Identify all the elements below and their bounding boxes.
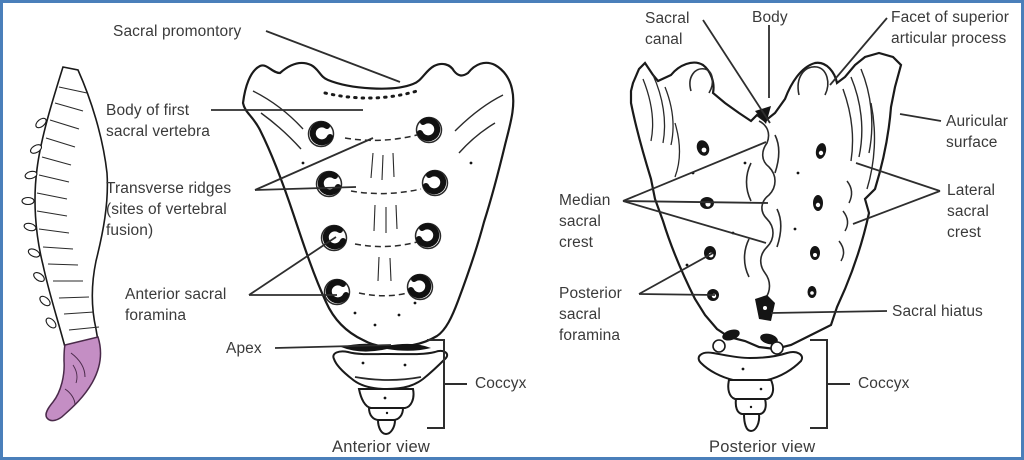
sacral-hiatus-opening <box>755 295 775 321</box>
label-posterior-sacral-foramina: Posterior sacral foramina <box>559 285 622 344</box>
anterior-sacrum-illustration <box>211 30 515 436</box>
left-wing-hatching <box>642 74 681 178</box>
label-auricular-surface: Auricular surface <box>946 113 1009 151</box>
posterior-leader-lines <box>622 17 942 314</box>
superior-articular-processes <box>689 66 829 96</box>
anterior-foramina <box>307 116 449 306</box>
anterior-stipple-dots <box>301 161 473 327</box>
median-crest-contours <box>743 120 782 316</box>
label-median-sacral-crest: Median sacral crest <box>559 192 611 251</box>
posterior-coccyx-bracket <box>810 339 850 429</box>
label-coccyx-posterior: Coccyx <box>858 375 910 392</box>
anterior-leader-lines <box>211 30 401 349</box>
vertebra-separators <box>36 86 100 331</box>
caption-anterior-view: Anterior view <box>332 438 430 456</box>
vertebral-column-thumbnail-icon <box>21 66 109 422</box>
label-sacral-promontory: Sacral promontory <box>113 23 242 40</box>
transverse-ridge-lines <box>344 134 422 297</box>
posterior-coccyx <box>697 329 803 433</box>
fusion-striations <box>370 152 398 282</box>
label-body-of-first-sacral-vertebra: Body of first sacral vertebra <box>106 102 211 140</box>
label-facet-of-superior-articular-process: Facet of superior articular process <box>891 9 1010 47</box>
illustration-canvas <box>21 17 942 436</box>
posterior-foramina <box>696 140 827 301</box>
auricular-surface-hatching <box>842 68 876 190</box>
anterior-coccyx-bracket <box>427 339 467 429</box>
spinous-process-nubs <box>21 117 57 329</box>
posterior-sacrum-illustration <box>622 17 942 433</box>
label-lateral-sacral-crest: Lateral sacral crest <box>947 182 996 241</box>
anterior-coccyx <box>332 343 449 436</box>
label-sacral-canal: Sacral canal <box>645 10 690 48</box>
label-body: Body <box>752 9 788 26</box>
label-sacral-hiatus: Sacral hiatus <box>892 303 983 320</box>
highlighted-sacrum-coccyx <box>45 336 102 422</box>
label-coccyx-anterior: Coccyx <box>475 375 527 392</box>
promontory-stipple <box>323 89 419 100</box>
label-apex: Apex <box>226 340 262 357</box>
label-anterior-sacral-foramina: Anterior sacral foramina <box>125 286 227 324</box>
ala-contours <box>252 90 504 154</box>
lateral-crest-bumps <box>838 180 853 262</box>
caption-posterior-view: Posterior view <box>709 438 816 456</box>
label-transverse-ridges: Transverse ridges (sites of vertebral fu… <box>106 180 232 239</box>
